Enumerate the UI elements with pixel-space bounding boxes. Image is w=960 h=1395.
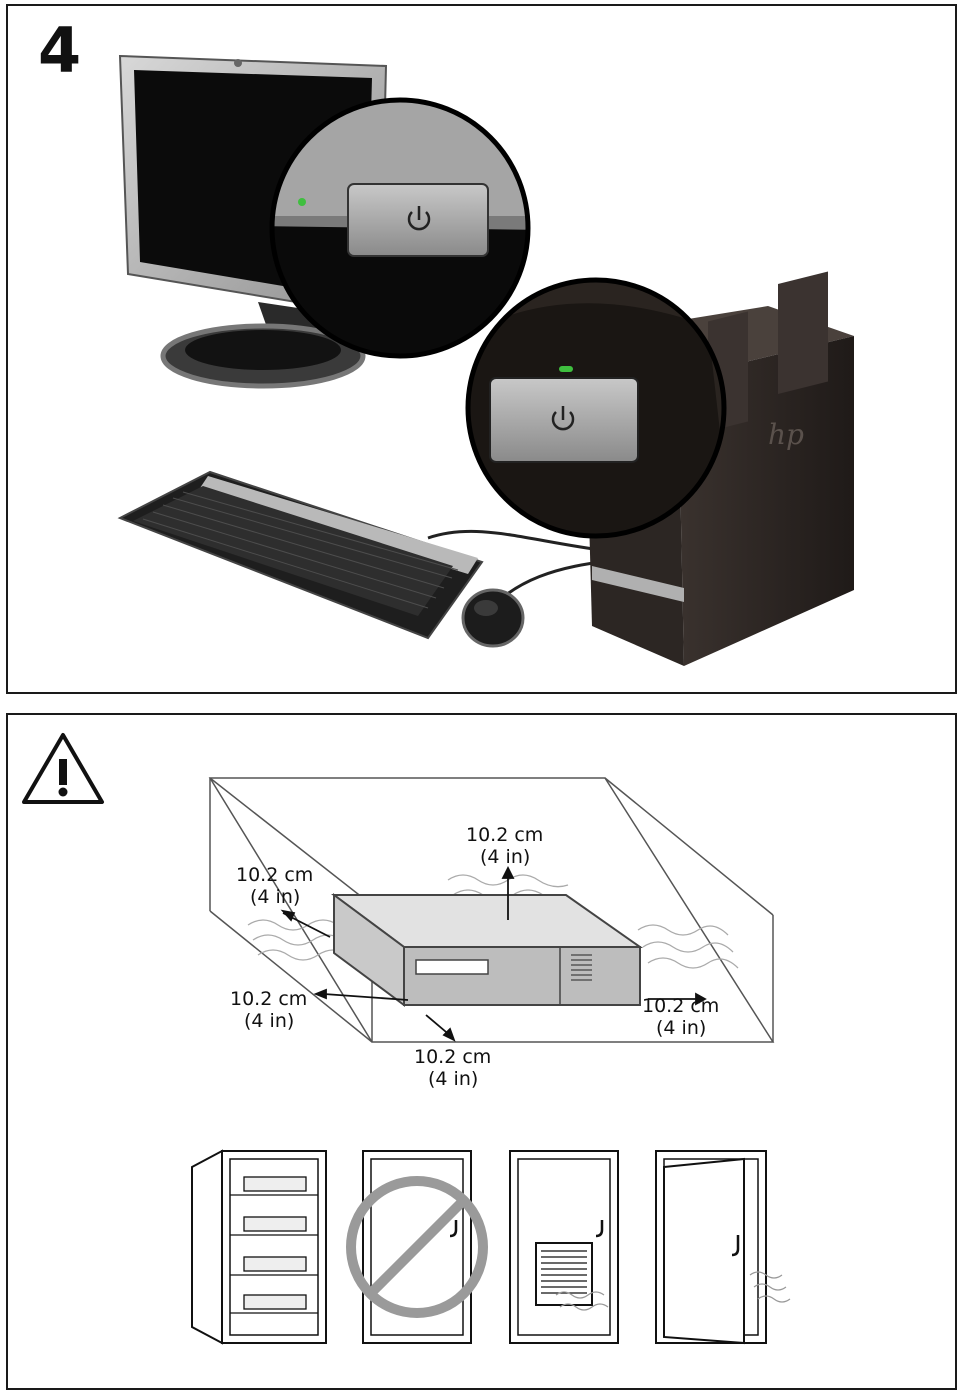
open-door-icon	[655, 1150, 791, 1345]
brand-logo: hp	[768, 418, 804, 451]
keyboard	[117, 470, 484, 640]
step-panel: 4	[6, 4, 957, 694]
desktop-case	[330, 893, 644, 1007]
closed-door-prohibited	[346, 1150, 488, 1344]
power-icon	[551, 406, 575, 431]
mouse	[461, 588, 525, 648]
warning-triangle-icon	[22, 733, 104, 804]
open-cabinet-icon	[191, 1149, 327, 1345]
power-led	[559, 366, 573, 372]
clearance-front-metric: 10.2 cm	[414, 1046, 491, 1068]
clearance-back-metric: 10.2 cm	[236, 864, 313, 886]
step-number: 4	[38, 14, 82, 87]
clearance-right-metric: 10.2 cm	[642, 995, 719, 1017]
clearance-top-imperial: (4 in)	[480, 846, 530, 868]
clearance-illustration: 10.2 cm (4 in) 10.2 cm (4 in) 10.2 cm (4…	[22, 733, 791, 1345]
power-icon	[407, 206, 431, 231]
tower-power-zoom	[465, 277, 727, 539]
vented-door-icon	[509, 1150, 619, 1344]
prohibited-icon	[346, 1176, 488, 1318]
clearance-left-imperial: (4 in)	[244, 1010, 294, 1032]
clearance-left-metric: 10.2 cm	[230, 988, 307, 1010]
clearance-top-metric: 10.2 cm	[466, 824, 543, 846]
webcam-icon	[234, 59, 242, 67]
clearance-front-imperial: (4 in)	[428, 1068, 478, 1090]
setup-illustration: hp	[117, 54, 854, 666]
clearance-right-imperial: (4 in)	[656, 1017, 706, 1039]
power-led	[298, 198, 306, 206]
clearance-back-imperial: (4 in)	[250, 886, 300, 908]
ventilation-panel: 10.2 cm (4 in) 10.2 cm (4 in) 10.2 cm (4…	[6, 713, 957, 1390]
